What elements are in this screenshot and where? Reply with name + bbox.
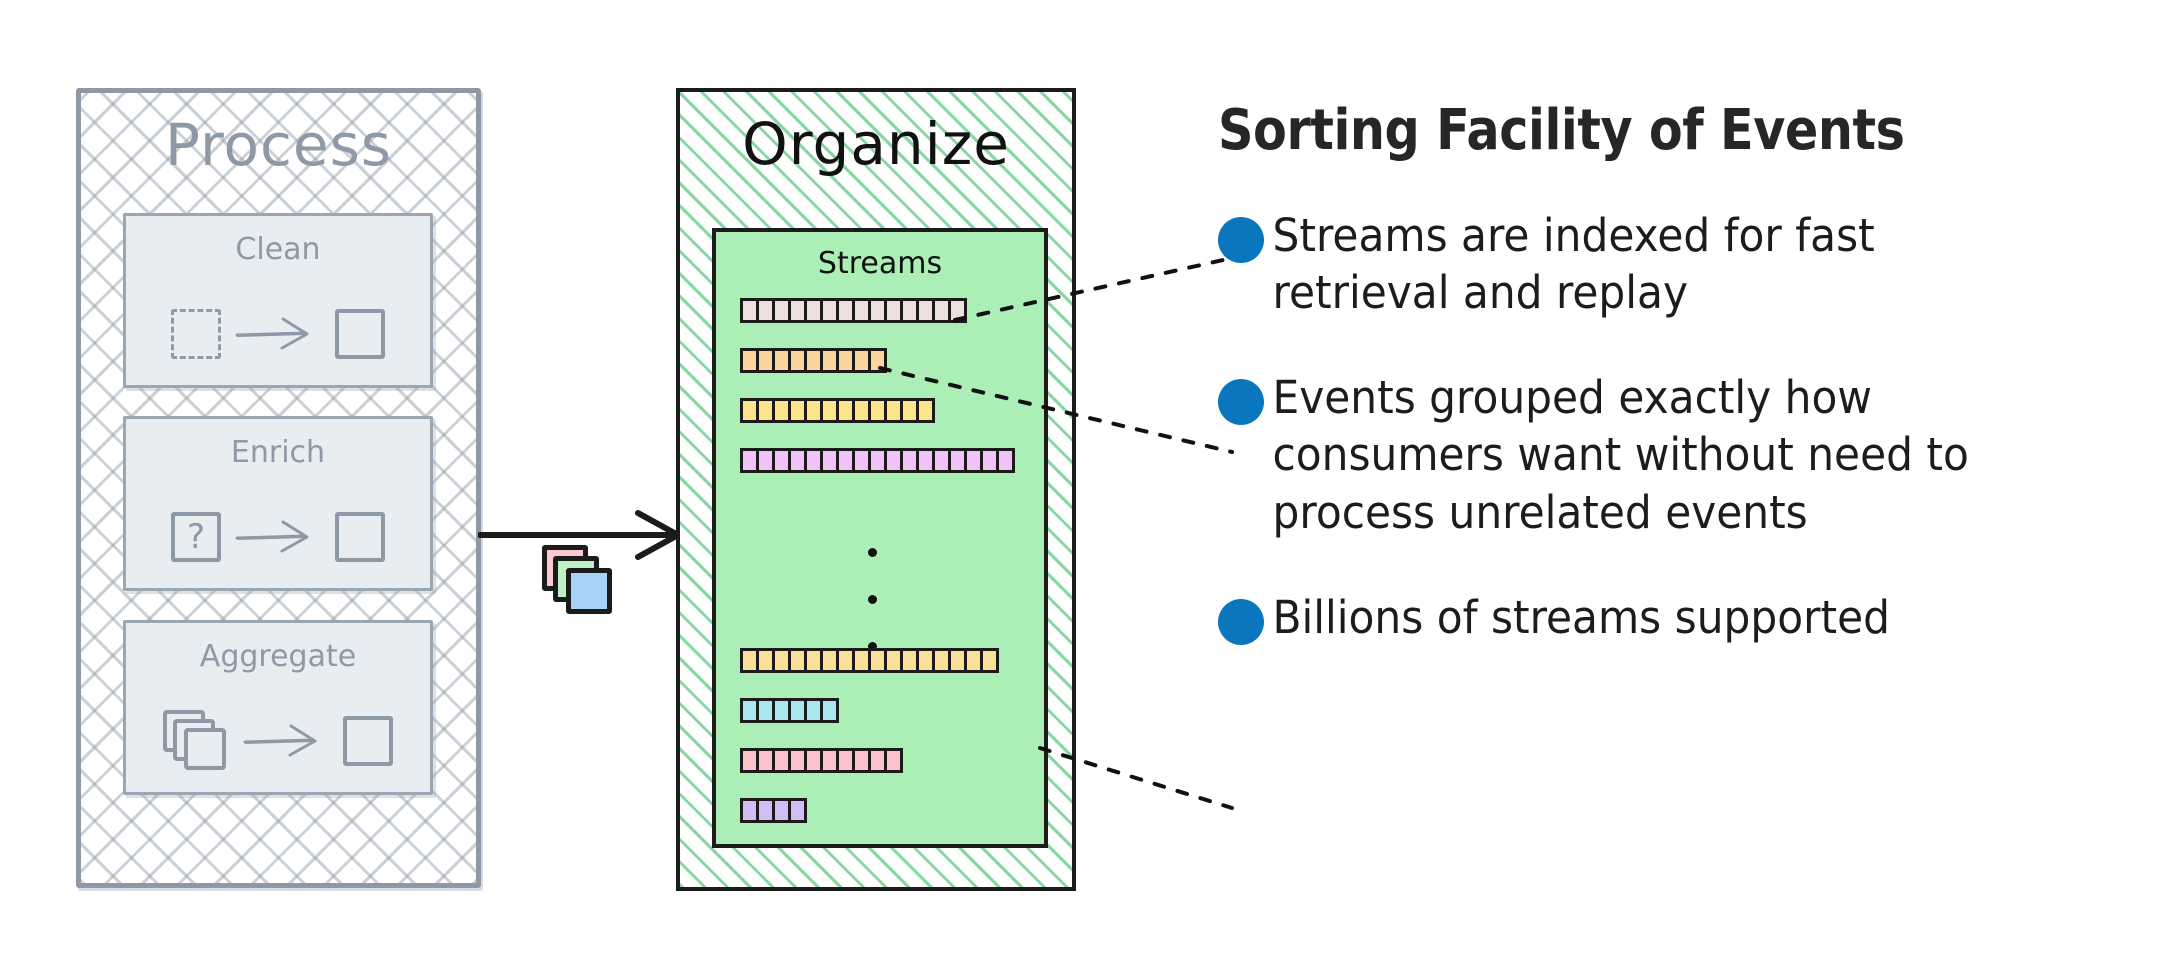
stream-purple[interactable] [740, 798, 807, 823]
stream-orange[interactable] [740, 348, 887, 373]
process-step-aggregate[interactable]: Aggregate [123, 620, 433, 795]
streams-label: Streams [817, 246, 943, 281]
stream-cell [916, 398, 935, 423]
card-blue [566, 568, 612, 614]
right-arrow-icon [243, 721, 329, 761]
stream-cell [788, 798, 807, 823]
stream-cell [820, 698, 839, 723]
info-panel: Sorting Facility of Events Streams are i… [1218, 98, 2118, 694]
process-step-clean-icons [126, 294, 430, 374]
stream-cell [996, 448, 1015, 473]
vertical-ellipsis-icon [868, 548, 882, 689]
bullet-billions-text: Billions of streams supported [1272, 590, 1890, 644]
stream-cyan[interactable] [740, 698, 839, 723]
page-title: Sorting Facility of Events [1218, 98, 1905, 163]
process-step-enrich[interactable]: Enrich ? [123, 416, 433, 591]
bullet-list: Streams are indexed for fast retrieval a… [1218, 207, 2118, 646]
bullet-indexed-text: Streams are indexed for fast retrieval a… [1272, 209, 1875, 320]
process-panel: Process Clean Enrich ? [76, 88, 481, 888]
bullet-dot-icon [1218, 379, 1264, 426]
right-arrow-icon [235, 517, 321, 557]
bullet-billions: Billions of streams supported [1218, 589, 2118, 646]
stream-violet[interactable] [740, 448, 1015, 473]
process-step-clean[interactable]: Clean [123, 213, 433, 388]
stream-cell [980, 648, 999, 673]
stream-cell [884, 748, 903, 773]
solid-square-icon [335, 309, 385, 359]
solid-square-icon [343, 716, 393, 766]
event-cards-stack [542, 545, 622, 617]
bullet-dot-icon [1218, 598, 1264, 645]
bullet-dot-icon [1218, 217, 1264, 263]
stream-yellow2[interactable] [740, 648, 999, 673]
stream-beige[interactable] [740, 298, 967, 323]
right-arrow-icon [235, 314, 321, 354]
process-step-aggregate-icons [126, 701, 430, 781]
question-square-icon: ? [171, 512, 221, 562]
process-step-enrich-label: Enrich [230, 435, 326, 470]
solid-square-icon [335, 512, 385, 562]
stream-cell [948, 298, 967, 323]
process-step-enrich-icons: ? [126, 497, 430, 577]
stacked-squares-icon [163, 710, 229, 772]
bullet-indexed: Streams are indexed for fast retrieval a… [1218, 207, 2118, 321]
streams-container: Streams [712, 228, 1048, 848]
stream-cell [868, 348, 887, 373]
stream-yellow[interactable] [740, 398, 935, 423]
stream-pink[interactable] [740, 748, 903, 773]
bullet-grouped: Events grouped exactly how consumers wan… [1218, 369, 2118, 540]
dashed-square-icon [171, 309, 221, 359]
process-step-aggregate-label: Aggregate [199, 639, 357, 674]
process-panel-title: Process [164, 111, 393, 179]
bullet-grouped-text: Events grouped exactly how consumers wan… [1272, 371, 1969, 539]
organize-panel: Organize Streams [676, 88, 1076, 891]
process-step-clean-label: Clean [235, 232, 321, 267]
organize-panel-title: Organize [742, 110, 1010, 178]
